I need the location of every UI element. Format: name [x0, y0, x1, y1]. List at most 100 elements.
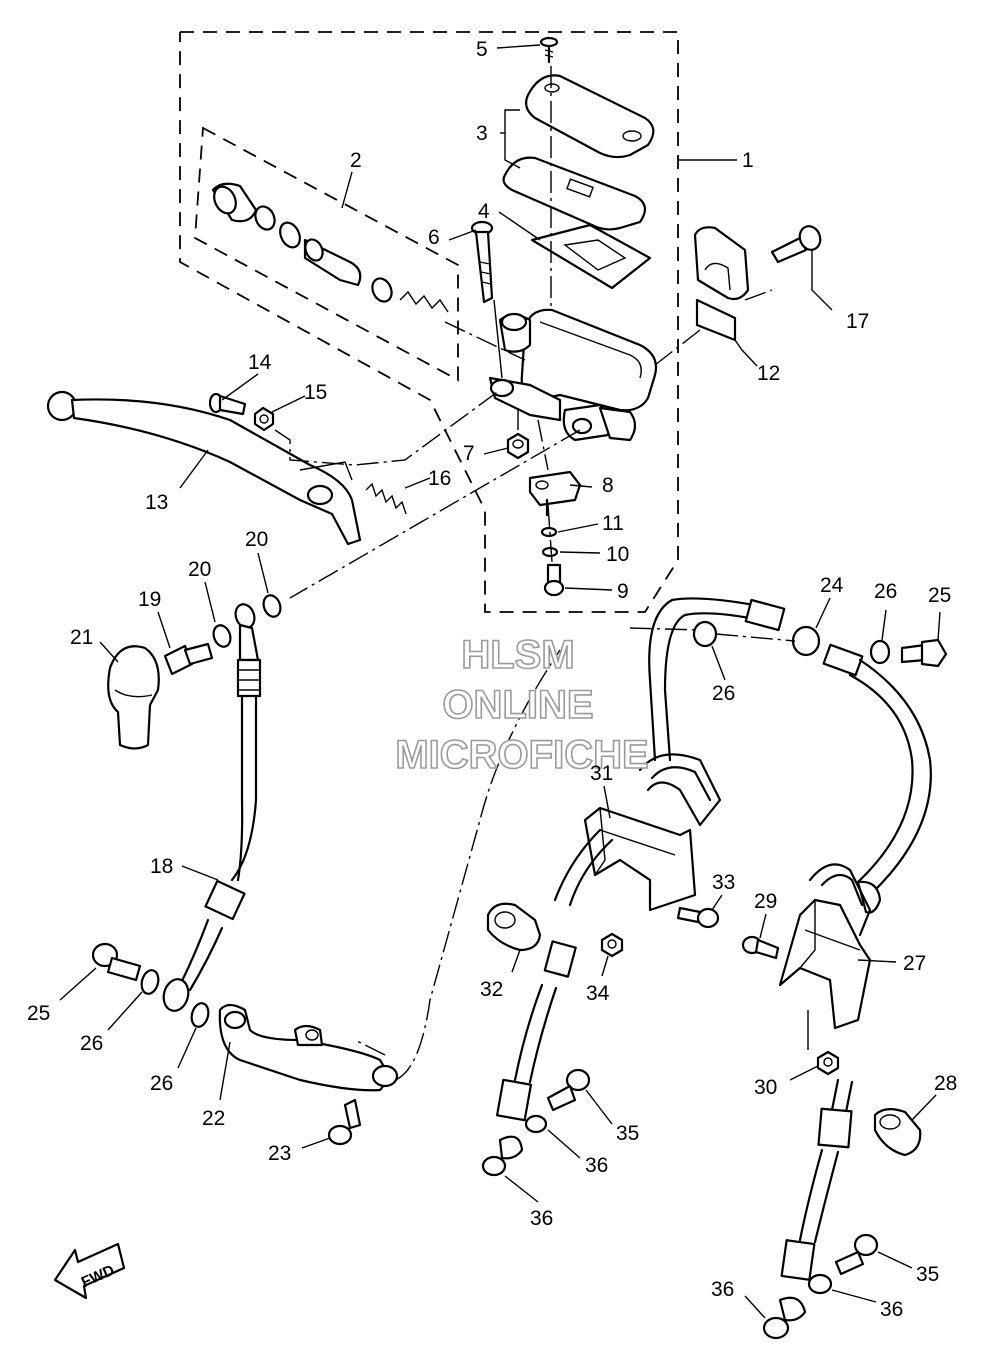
- callout-34: 34: [586, 982, 610, 1005]
- callout-23: 23: [268, 1142, 291, 1165]
- diaphragm: [530, 223, 652, 290]
- union-bolt-upper: [163, 642, 214, 676]
- forward-direction-arrow: FWD: [53, 1242, 126, 1300]
- union-bolt-caliper-left: [546, 1068, 591, 1112]
- callout-36d: 36: [711, 1278, 734, 1301]
- callout-19: 19: [138, 588, 161, 611]
- master-cylinder-cover: [107, 645, 160, 750]
- callout-28: 28: [934, 1072, 957, 1095]
- watermark-line-2: ONLINE: [442, 683, 593, 727]
- diaphragm-plate: [502, 156, 647, 231]
- callout-35b: 35: [916, 1263, 939, 1286]
- watermark-line-1: HLSM: [461, 633, 574, 677]
- piston-kit-group-outline: [194, 126, 459, 382]
- piston-kit: [211, 182, 449, 313]
- guide-nut-left: [600, 932, 624, 958]
- callout-21: 21: [70, 626, 93, 649]
- copper-washer-caliper-left-a: [524, 1114, 548, 1134]
- guide-bolt-left: [676, 906, 720, 929]
- callout-18: 18: [150, 855, 173, 878]
- callout-2: 2: [350, 149, 362, 172]
- lever-nut: [253, 406, 275, 432]
- hose-guide-right: [778, 863, 872, 1030]
- brake-light-switch: [528, 470, 582, 517]
- callout-1: 1: [742, 149, 754, 172]
- leader-lines: [59, 44, 941, 1319]
- callout-29: 29: [754, 890, 777, 913]
- hose-guide-left: [583, 753, 722, 912]
- callout-24: 24: [820, 574, 844, 597]
- caliper-hose-left: [495, 828, 614, 1160]
- union-bolt-lower: [91, 942, 142, 982]
- switch-screw: [543, 563, 565, 597]
- callout-31: 31: [590, 762, 613, 785]
- callout-16: 16: [428, 467, 451, 490]
- master-cylinder-group-outline: [179, 31, 679, 613]
- callout-11: 11: [602, 512, 624, 535]
- callout-26a: 26: [874, 580, 897, 603]
- callout-3: 3: [476, 122, 488, 145]
- copper-washer-right-b: [869, 639, 891, 665]
- copper-washer-right-a: [692, 620, 718, 648]
- callout-labels: 1 2 3 4 5 6 7 8 9 10 11 12 13 14 15 16 1…: [27, 38, 957, 1321]
- brake-hose-upper: [162, 603, 262, 1012]
- callout-12: 12: [757, 362, 780, 385]
- callout-26c: 26: [80, 1032, 103, 1055]
- callout-27: 27: [903, 952, 926, 975]
- switch-washer-b: [541, 546, 559, 558]
- lever-pivot-bolt: [208, 392, 247, 416]
- callout-25b: 25: [27, 1002, 50, 1025]
- reservoir-cap: [525, 74, 655, 159]
- brake-hose-right: [648, 597, 932, 914]
- copper-washer-upper-a: [212, 624, 232, 648]
- callout-26b: 26: [712, 682, 735, 705]
- hose-clamp-left: [486, 902, 542, 952]
- copper-washer-caliper-right-a: [807, 1273, 833, 1295]
- copper-washer-lower-a: [140, 969, 160, 995]
- switch-washer-a: [540, 526, 558, 538]
- callout-10: 10: [606, 543, 629, 566]
- callout-25a: 25: [928, 584, 951, 607]
- pivot-bolt: [470, 220, 494, 304]
- callout-8: 8: [602, 474, 614, 497]
- callout-22: 22: [202, 1107, 225, 1130]
- cap-screw: [539, 36, 559, 64]
- union-bolt-caliper-right: [834, 1233, 879, 1276]
- guide-bolt-right: [741, 935, 780, 960]
- watermark: HLSM ONLINE MICROFICHE: [395, 632, 650, 778]
- copper-washer-lower-b: [190, 1002, 210, 1028]
- callout-6: 6: [428, 226, 440, 249]
- caliper-hose-right: [778, 1078, 854, 1322]
- callout-36a: 36: [585, 1154, 608, 1177]
- callout-30: 30: [754, 1076, 777, 1099]
- callout-20a: 20: [188, 558, 211, 581]
- watermark-line-3: MICROFICHE: [395, 733, 648, 777]
- copper-washer-caliper-right-b: [762, 1316, 790, 1340]
- callout-9: 9: [617, 580, 629, 603]
- callout-26d: 26: [150, 1072, 173, 1095]
- copper-washer-upper-b: [262, 594, 282, 618]
- holder-bolt: [770, 225, 822, 264]
- brake-lever: [46, 390, 362, 546]
- callout-5: 5: [476, 38, 488, 61]
- callout-13: 13: [145, 491, 168, 514]
- copper-washer-caliper-left-b: [481, 1155, 507, 1177]
- master-cylinder-body: [488, 308, 658, 442]
- callout-17: 17: [846, 310, 869, 333]
- brake-pipe-joint: [218, 1003, 399, 1092]
- union-bolt-right: [900, 638, 948, 668]
- callout-32: 32: [480, 978, 503, 1001]
- callout-15: 15: [304, 381, 327, 404]
- callout-36c: 36: [880, 1298, 903, 1321]
- guide-nut-right: [816, 1050, 840, 1076]
- callout-20b: 20: [245, 528, 268, 551]
- callout-33: 33: [712, 871, 735, 894]
- handlebar-holder: [693, 226, 750, 342]
- joint-bolt: [327, 1098, 362, 1146]
- callout-7: 7: [463, 442, 475, 465]
- callout-35a: 35: [616, 1122, 639, 1145]
- lever-spring: [365, 482, 407, 515]
- hose-clamp-right: [873, 1108, 922, 1157]
- switch-nut: [506, 432, 530, 460]
